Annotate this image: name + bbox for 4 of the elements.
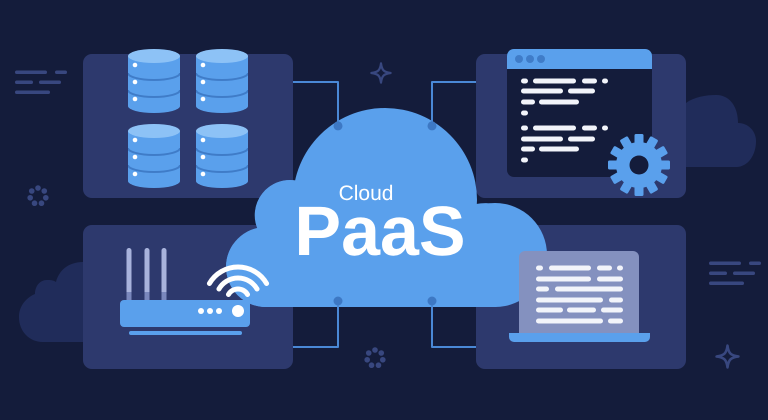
connector-line [428, 296, 476, 348]
connector-line [293, 296, 342, 348]
connector-line [428, 81, 476, 130]
connector-line [293, 81, 342, 130]
